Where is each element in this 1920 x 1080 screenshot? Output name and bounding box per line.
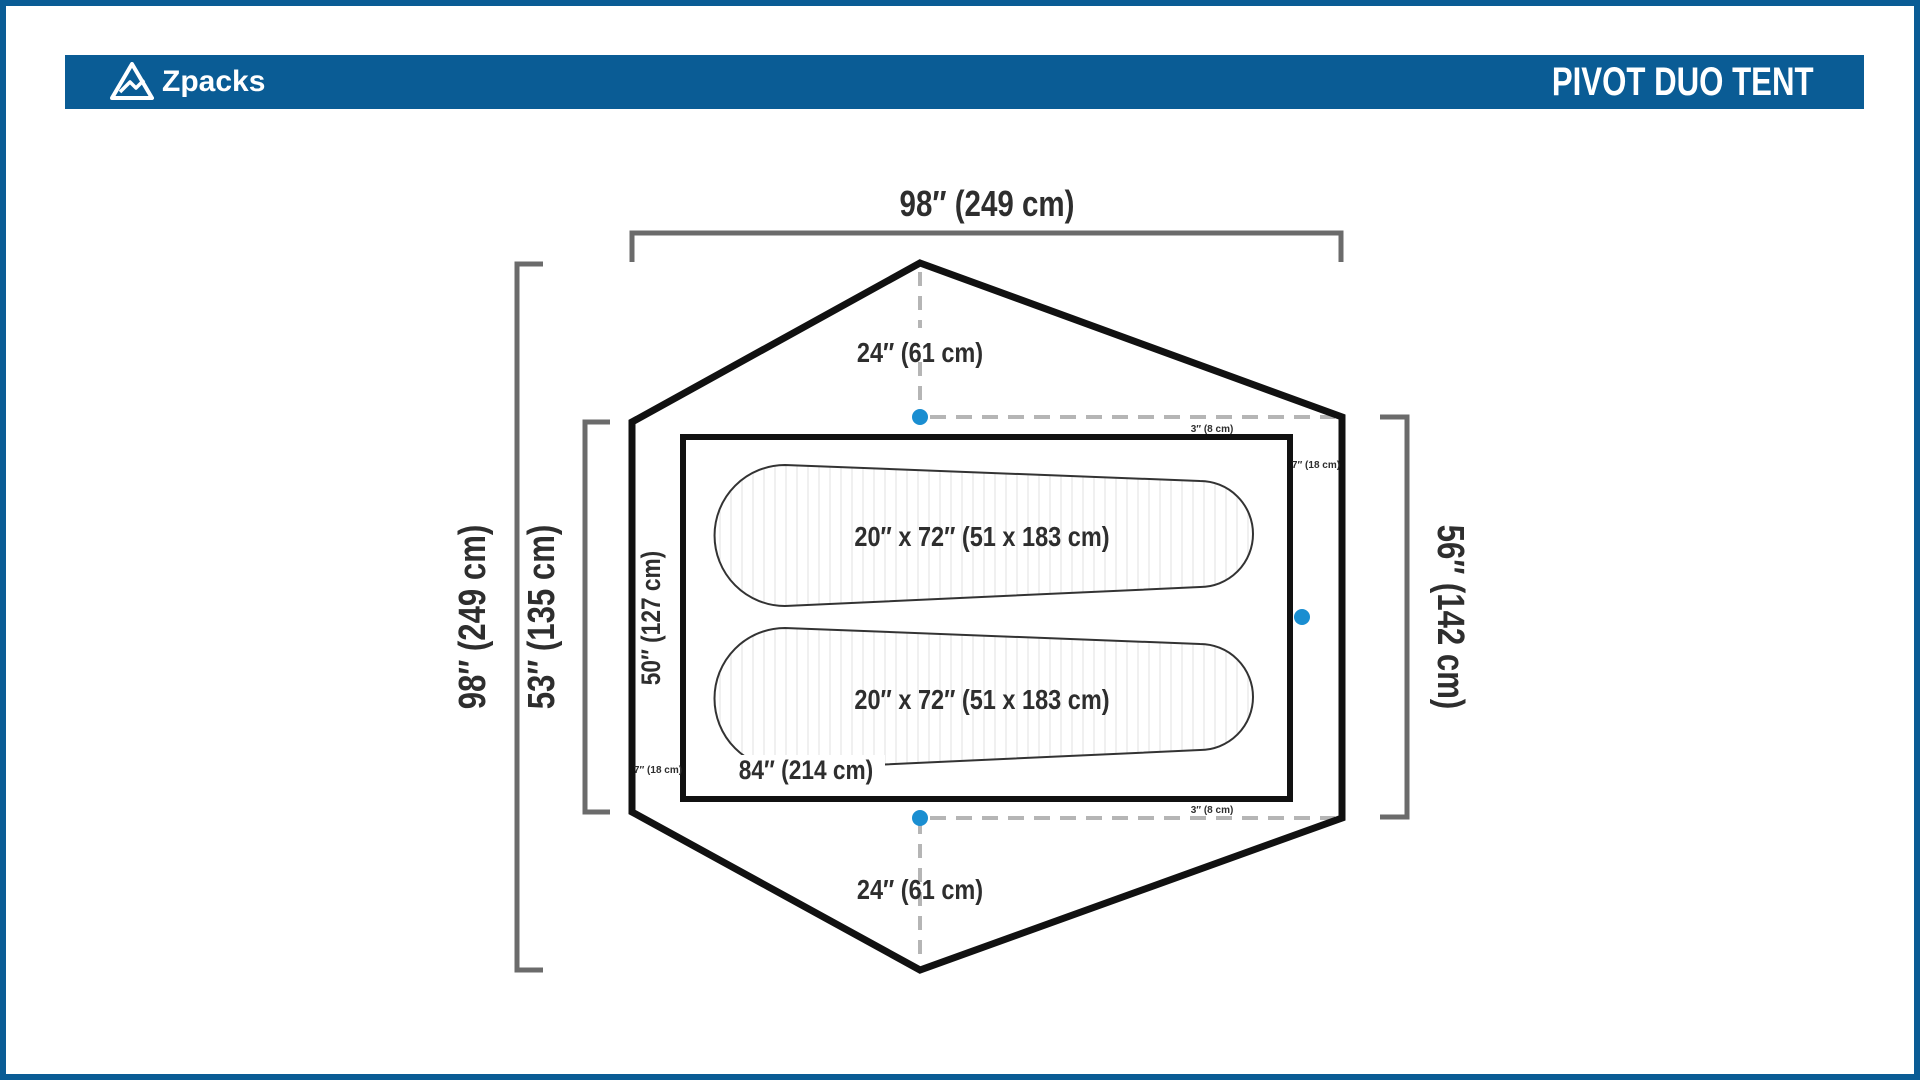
vestibule-bottom-label: 24″ (61 cm): [857, 875, 983, 905]
inner-width-label: 50″ (127 cm): [636, 551, 666, 685]
pad-bottom-label: 20″ x 72″ (51 x 183 cm): [854, 685, 1109, 715]
header-bar: Zpacks PIVOT DUO TENT: [65, 55, 1864, 109]
gap-top-label: 3″ (8 cm): [1191, 424, 1234, 435]
stake-dot-top: [912, 409, 928, 425]
fly-width-label: 56″ (142 cm): [1429, 525, 1471, 710]
brand-name: Zpacks: [162, 65, 266, 98]
sleeping-pad-top: [713, 463, 1254, 608]
total-width-label: 98″ (249 cm): [900, 183, 1075, 223]
floor-length-label: 53″ (135 cm): [521, 525, 563, 710]
gap-left-label: 7″ (18 cm): [634, 765, 682, 776]
pad-label-mask: [730, 755, 885, 789]
gap-bottom-label: 3″ (8 cm): [1191, 805, 1234, 816]
fly-width-bracket: [1380, 414, 1410, 820]
stake-dot-bottom: [912, 810, 928, 826]
total-length-bracket: [514, 261, 543, 973]
pad-top-label: 20″ x 72″ (51 x 183 cm): [854, 522, 1109, 552]
inner-length-label: 84″ (214 cm): [739, 755, 873, 785]
stake-dot-right: [1294, 609, 1310, 625]
total-length-label: 98″ (249 cm): [452, 525, 494, 710]
width-bracket: [629, 230, 1344, 262]
tent-fly-outline: [628, 259, 1346, 974]
vestibule-top-label: 24″ (61 cm): [857, 338, 983, 368]
gap-right-label: 7″ (18 cm): [1292, 460, 1340, 471]
floor-length-bracket: [582, 419, 610, 815]
product-title: PIVOT DUO TENT: [1552, 60, 1814, 104]
brand: Zpacks: [110, 55, 265, 109]
inner-floor-outline: [680, 434, 1293, 802]
zpacks-logo-icon: [110, 62, 154, 100]
